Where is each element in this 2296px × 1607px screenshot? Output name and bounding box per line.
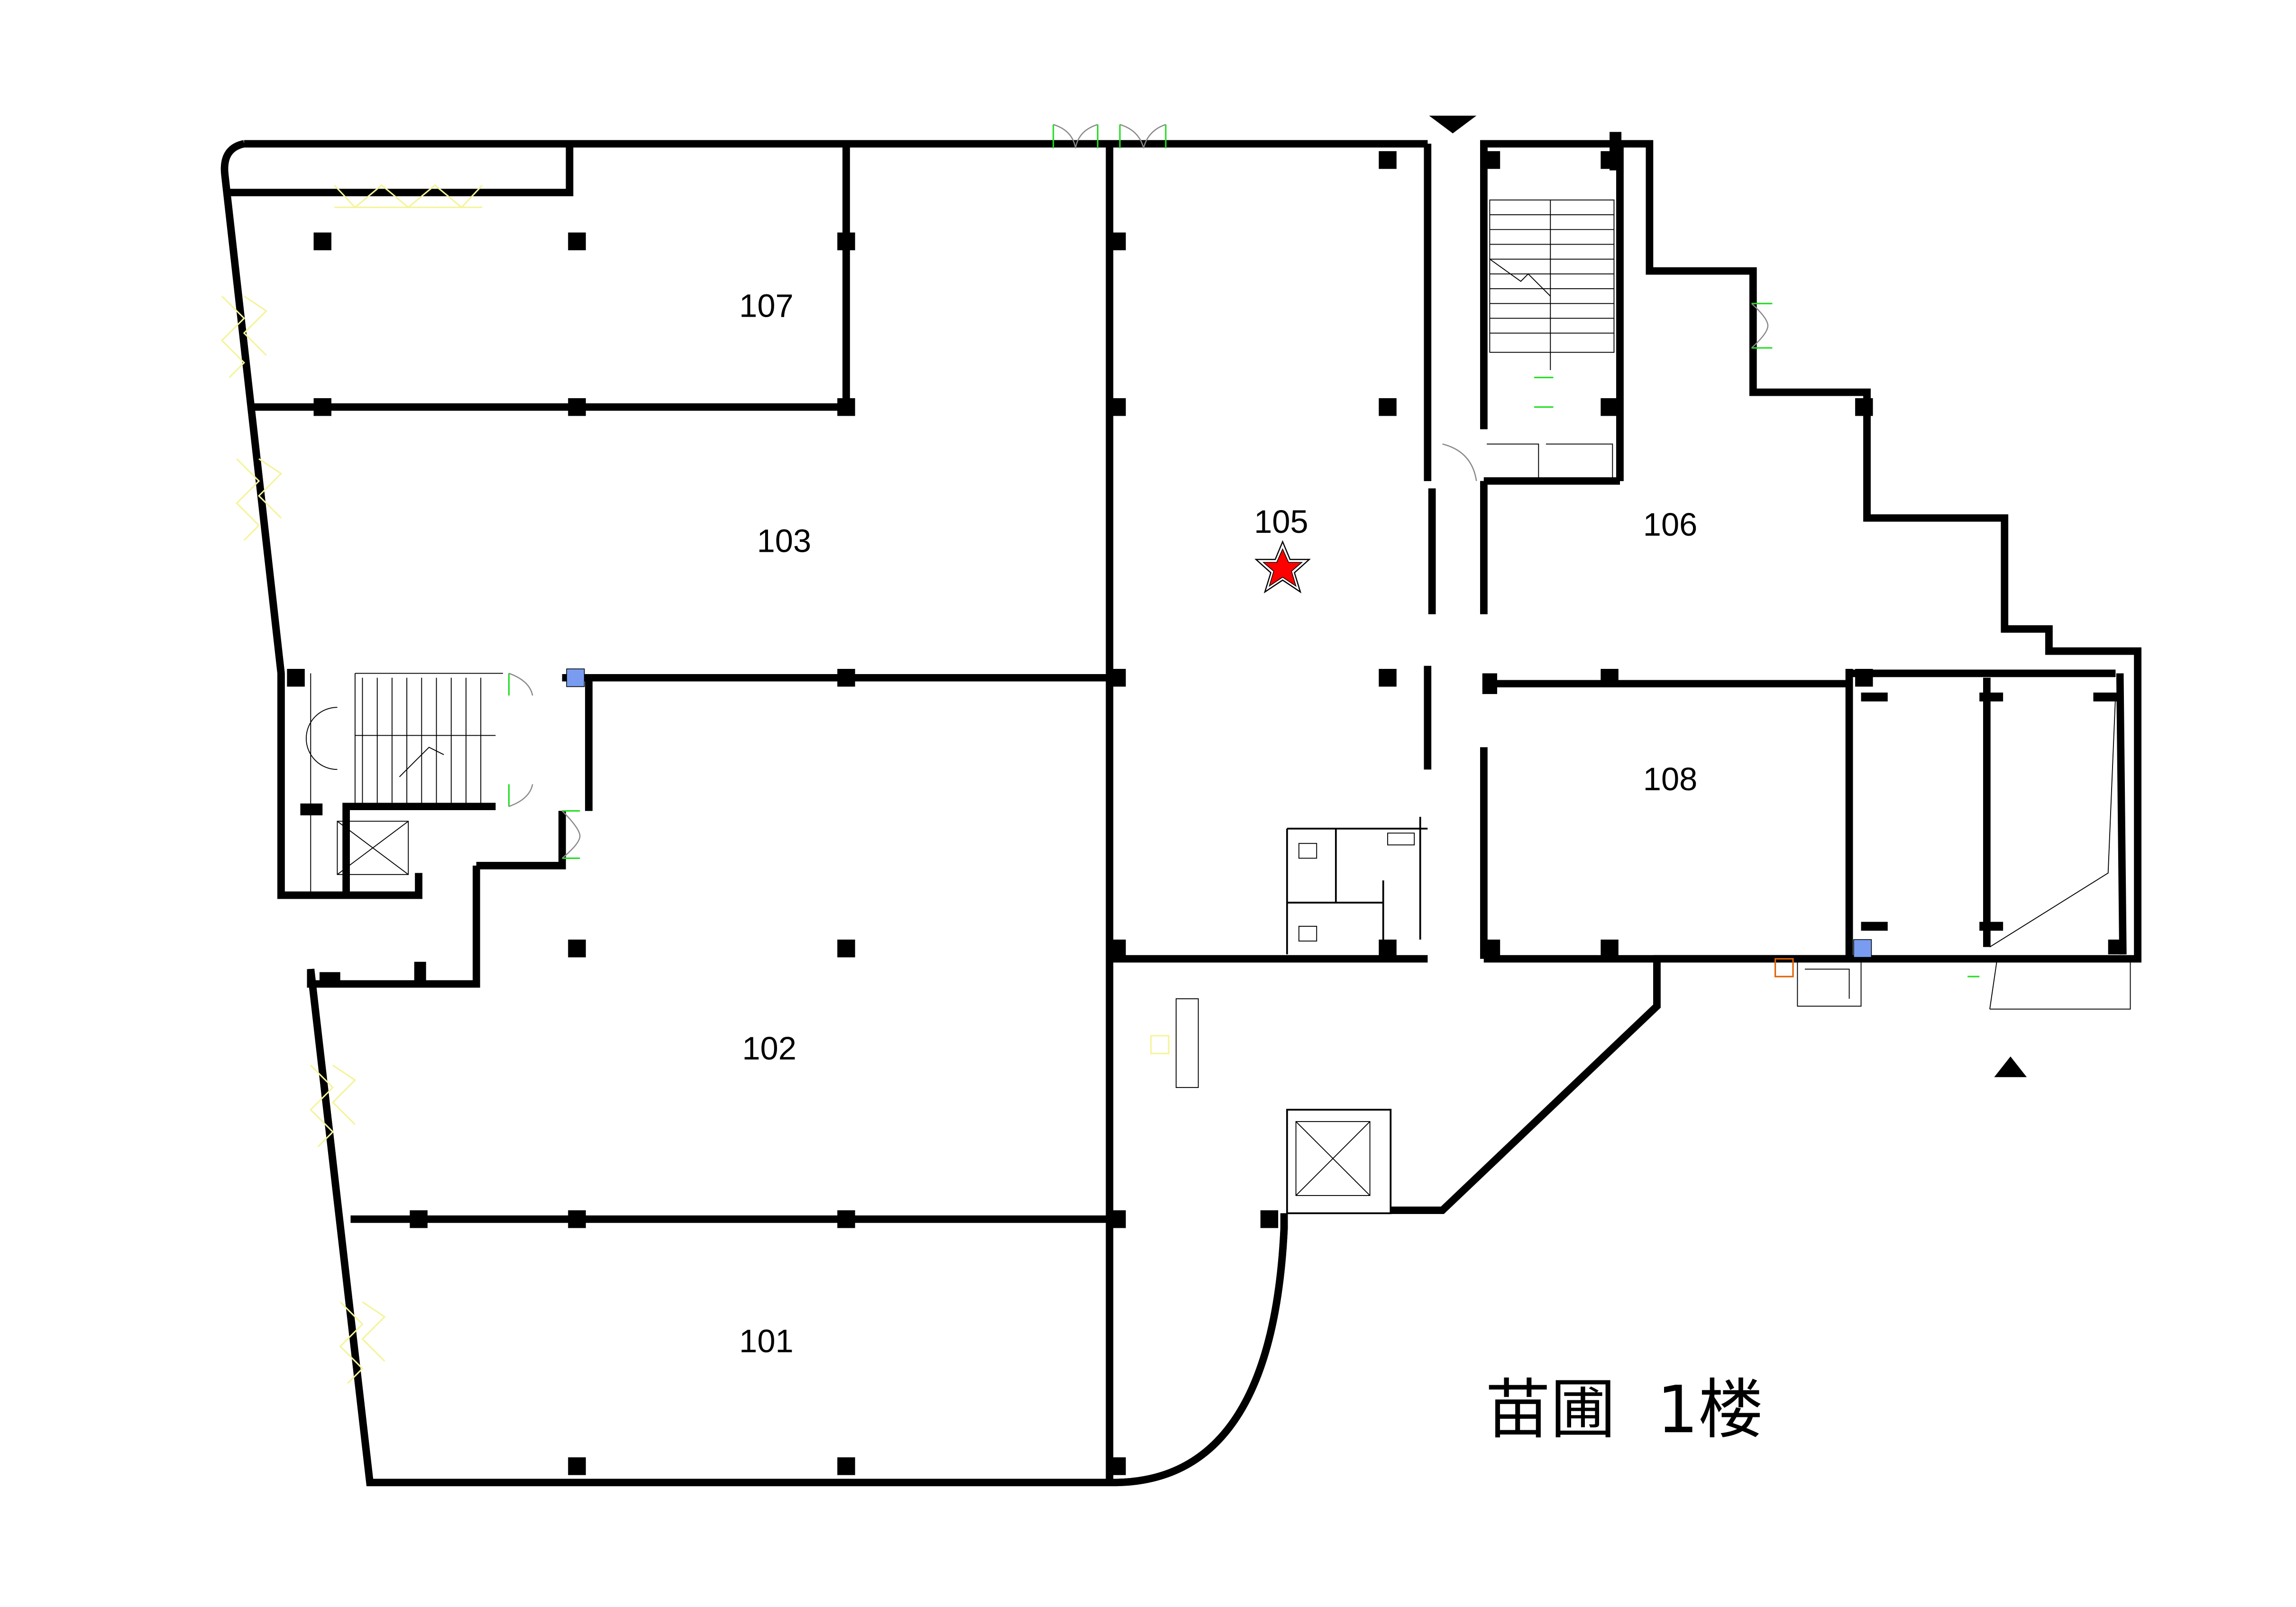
shaft-marker <box>1853 939 1872 958</box>
stair-north <box>1487 199 1615 481</box>
stair-west <box>306 673 503 895</box>
plan-title: 苗圃 1楼 <box>1485 1372 1764 1448</box>
toilets <box>1286 817 1428 955</box>
shaft-marker <box>566 668 585 687</box>
columns <box>287 132 2126 1475</box>
room-label-102: 102 <box>742 1030 796 1067</box>
star-icon <box>1254 540 1311 593</box>
windows <box>220 184 1170 1384</box>
elevator <box>1286 1109 1392 1214</box>
room-label-106: 106 <box>1643 506 1698 543</box>
triangle-down-icon <box>1429 115 1477 134</box>
room-label-107: 107 <box>739 287 794 324</box>
interior-walls <box>251 144 2131 1482</box>
room-label-105: 105 <box>1254 503 1308 540</box>
room-label-103: 103 <box>757 523 812 559</box>
hydrant-marker <box>1775 958 1794 977</box>
doors <box>508 124 1980 977</box>
outer-walls <box>225 144 2141 1487</box>
counter <box>1175 998 1199 1088</box>
triangle-up-icon <box>1994 1056 2027 1077</box>
room-label-101: 101 <box>739 1323 794 1360</box>
room-label-108: 108 <box>1643 761 1698 797</box>
